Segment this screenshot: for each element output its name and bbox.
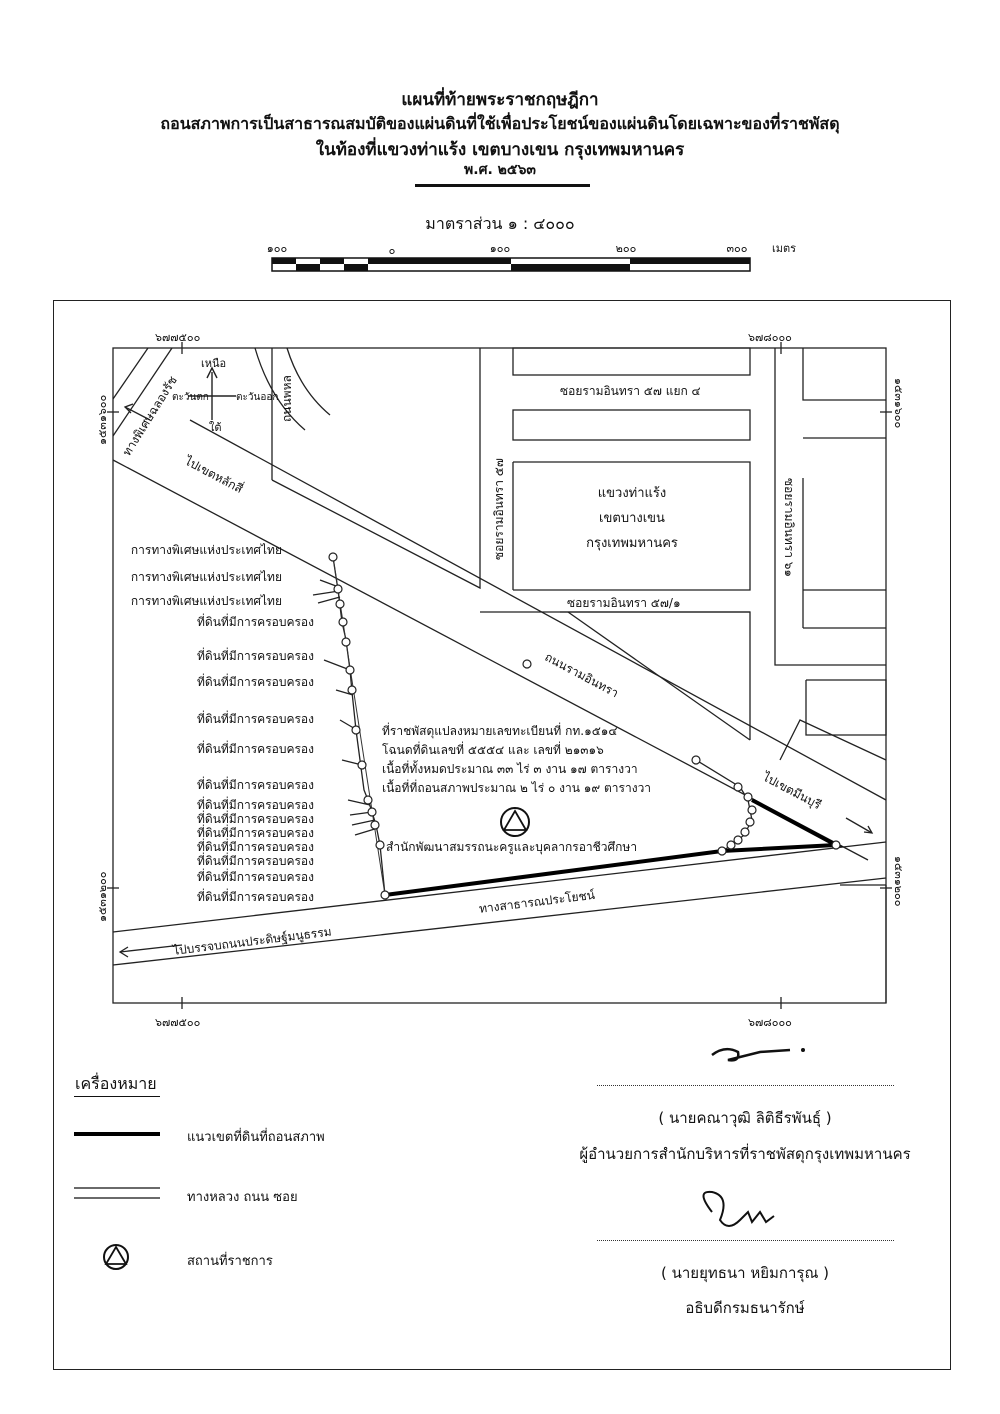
adjacent-label: ที่ดินที่มีการครอบครอง <box>196 812 314 826</box>
parcel-info-line: เนื้อที่ทั้งหมดประมาณ ๓๓ ไร่ ๓ งาน ๑๗ ตา… <box>382 762 638 776</box>
adjacent-label: ที่ดินที่มีการครอบครอง <box>196 826 314 840</box>
adjacent-label: การทางพิเศษแห่งประเทศไทย <box>130 543 282 557</box>
government-icon <box>500 807 530 837</box>
signature-line <box>597 1085 894 1086</box>
road-label-soi-57-1: ซอยรามอินทรา ๕๗/๑ <box>567 596 681 610</box>
adjacent-label: ที่ดินที่มีการครอบครอง <box>196 840 314 854</box>
adjacent-label: ที่ดินที่มีการครอบครอง <box>196 742 314 756</box>
signer-2-title: อธิบดีกรมธนารักษ์ <box>685 1299 805 1317</box>
scale-bar <box>271 257 751 272</box>
adjacent-label: ที่ดินที่มีการครอบครอง <box>196 712 314 726</box>
compass-rose <box>188 366 236 420</box>
adjacent-label: การทางพิเศษแห่งประเทศไทย <box>130 594 282 608</box>
adjacent-label: การทางพิเศษแห่งประเทศไทย <box>130 570 282 584</box>
parcel-info-line: เนื้อที่ที่ถอนสภาพประมาณ ๒ ไร่ ๐ งาน ๑๙ … <box>382 781 652 795</box>
title-line-2: ถอนสภาพการเป็นสาธารณสมบัติของแผ่นดินที่ใ… <box>160 114 840 133</box>
title-year: พ.ศ. ๒๕๖๓ <box>464 162 536 178</box>
signer-1-title: ผู้อำนวยการสำนักบริหารที่ราชพัสดุกรุงเทพ… <box>579 1145 911 1163</box>
grid-label-top-left: ๖๗๗๕๐๐ <box>155 331 201 344</box>
compass-west: ตะวันตก <box>172 392 209 403</box>
road-label-soi-57-4: ซอยรามอินทรา ๕๗ แยก ๔ <box>560 384 701 398</box>
adjacent-label: ที่ดินที่มีการครอบครอง <box>196 675 314 689</box>
scale-tick: ๓๐๐ <box>726 242 748 255</box>
compass-south: ใต้ <box>209 421 222 434</box>
adjacent-label: ที่ดินที่มีการครอบครอง <box>196 778 314 792</box>
signer-2-name: ( นายยุทธนา หยิมการุณ ) <box>660 1264 830 1282</box>
parcel-info-line: ที่ราชพัสดุแปลงหมายเลขทะเบียนที่ กท.๑๕๑๔ <box>382 724 618 738</box>
title-line-1: แผนที่ท้ายพระราชกฤษฎีกา <box>401 90 599 110</box>
district-province: กรุงเทพมหานคร <box>586 536 678 551</box>
map-frame <box>53 300 951 1370</box>
adjacent-label: ที่ดินที่มีการครอบครอง <box>196 649 314 663</box>
adjacent-label: ที่ดินที่มีการครอบครอง <box>196 890 314 904</box>
adjacent-label: ที่ดินที่มีการครอบครอง <box>196 854 314 868</box>
office-label: สำนักพัฒนาสมรรถนะครูและบุคลากรอาชีวศึกษา <box>386 840 638 854</box>
scale-tick: ๑๐๐ <box>266 242 288 255</box>
grid-label-bottom-left: ๖๗๗๕๐๐ <box>155 1016 201 1029</box>
legend-label: แนวเขตที่ดินที่ถอนสภาพ <box>187 1130 325 1145</box>
legend-government-icon <box>103 1244 129 1270</box>
signature-2 <box>702 1190 775 1227</box>
title-underline <box>415 184 590 187</box>
legend-label: สถานที่ราชการ <box>187 1254 273 1269</box>
signer-1-name: ( นายคณาวุฒิ ลิติธีรพันธุ์ ) <box>658 1109 832 1127</box>
compass-north: เหนือ <box>201 357 227 370</box>
adjacent-label: ที่ดินที่มีการครอบครอง <box>196 870 314 884</box>
legend-label: ทางหลวง ถนน ซอย <box>187 1190 298 1205</box>
district-subdistrict: แขวงท่าแร้ง <box>597 486 667 501</box>
grid-label-bottom-right: ๖๗๘๐๐๐ <box>748 1016 792 1029</box>
signature-1 <box>711 1047 791 1062</box>
scale-tick: ๒๐๐ <box>615 242 637 255</box>
parcel-info-line: โฉนดที่ดินเลขที่ ๕๕๕๔ และ เลขที่ ๒๑๓๑๖ <box>382 743 604 757</box>
district-district: เขตบางเขน <box>599 511 665 526</box>
adjacent-label: ที่ดินที่มีการครอบครอง <box>196 798 314 812</box>
compass-east: ตะวันออก <box>236 392 279 403</box>
signature-line <box>597 1240 894 1241</box>
grid-label-top-right: ๖๗๘๐๐๐ <box>748 331 792 344</box>
legend-title-underline <box>74 1096 160 1097</box>
scale-title: มาตราส่วน ๑ : ๔๐๐๐ <box>425 214 575 233</box>
adjacent-label: ที่ดินที่มีการครอบครอง <box>196 615 314 629</box>
scale-unit: เมตร <box>772 242 797 255</box>
scale-tick: ๐ <box>388 244 396 257</box>
legend-title: เครื่องหมาย <box>75 1074 157 1093</box>
scale-tick: ๑๐๐ <box>489 242 511 255</box>
title-line-3: ในท้องที่แขวงท่าแร้ง เขตบางเขน กรุงเทพมห… <box>315 140 685 160</box>
